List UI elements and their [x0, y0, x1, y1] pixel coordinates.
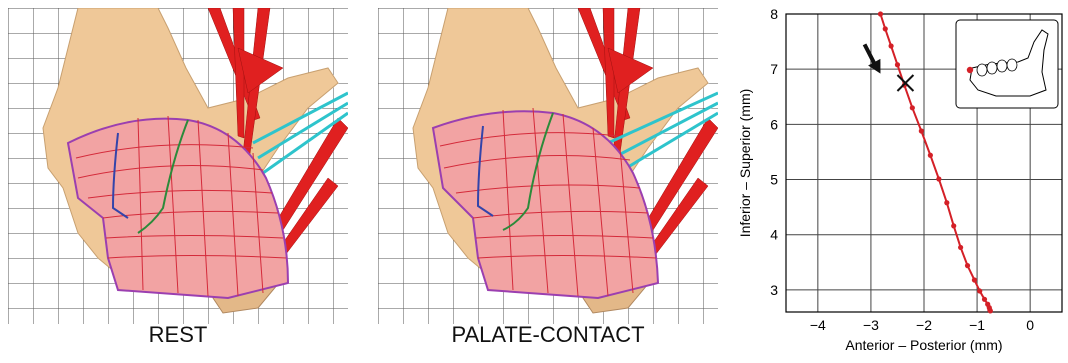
jaw-inset	[956, 20, 1058, 108]
y-axis-label: Inferior – Superior (mm)	[737, 89, 753, 238]
trajectory-chart: −4 −3 −2 −1 0 3 4 5 6 7 8 Anterior – Posterior (m…	[730, 0, 1068, 358]
trajectory-point	[936, 176, 941, 181]
trajectory-point	[928, 153, 933, 158]
trajectory-point	[944, 200, 949, 205]
trajectory-point	[972, 277, 977, 282]
chart-svg: −4 −3 −2 −1 0 3 4 5 6 7 8 Anterior – Posterior (m…	[730, 0, 1068, 358]
caption-palate-contact: PALATE-CONTACT	[378, 322, 718, 348]
rest-model-figure	[8, 8, 348, 324]
x-axis-label: Anterior – Posterior (mm)	[845, 337, 1002, 353]
trajectory-point	[982, 297, 987, 302]
y-tick-label: 4	[770, 227, 778, 243]
palate-contact-tongue-model	[378, 8, 718, 324]
x-tick-labels: −4 −3 −2 −1 0	[810, 317, 1034, 333]
x-tick-label: −1	[969, 317, 985, 333]
y-tick-label: 7	[770, 61, 778, 77]
x-tick-label: −4	[810, 317, 826, 333]
trajectory-point	[895, 62, 900, 67]
trajectory-point	[951, 223, 956, 228]
rest-tongue-model	[8, 8, 348, 324]
x-tick-label: −2	[916, 317, 932, 333]
caption-rest: REST	[8, 322, 348, 348]
x-tick-label: −3	[863, 317, 879, 333]
trajectory-point	[878, 11, 883, 16]
y-tick-label: 3	[770, 282, 778, 298]
palate-contact-model-figure	[378, 8, 718, 324]
trajectory-point	[958, 245, 963, 250]
trajectory-point	[919, 128, 924, 133]
x-tick-label: 0	[1026, 317, 1034, 333]
y-tick-label: 8	[770, 6, 778, 22]
incisor-point	[967, 67, 973, 73]
trajectory-point	[988, 308, 993, 313]
trajectory-point	[883, 26, 888, 31]
trajectory-point	[965, 263, 970, 268]
trajectory-point	[888, 43, 893, 48]
y-tick-label: 6	[770, 116, 778, 132]
trajectory-point	[910, 105, 915, 110]
trajectory-point	[977, 288, 982, 293]
y-tick-label: 5	[770, 172, 778, 188]
y-tick-labels: 3 4 5 6 7 8	[770, 6, 778, 298]
